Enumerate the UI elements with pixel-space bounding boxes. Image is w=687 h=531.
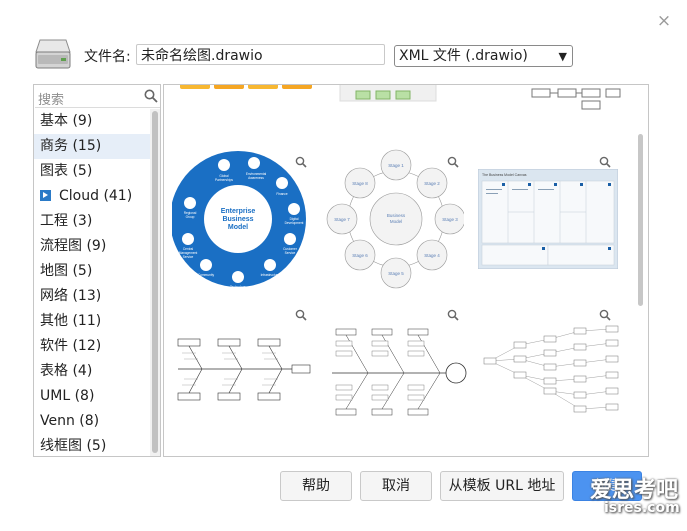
template-thumb-orange[interactable]	[174, 84, 314, 95]
svg-text:Stage 4: Stage 4	[424, 253, 440, 258]
help-button[interactable]: 帮助	[280, 471, 352, 501]
svg-text:Certificates: Certificates	[230, 289, 246, 293]
category-item-wireframes[interactable]: 线框图 (5)	[40, 438, 107, 454]
svg-text:Infrastructure: Infrastructure	[261, 273, 280, 277]
category-item-engineering[interactable]: 工程 (3)	[40, 213, 93, 229]
category-item-cloud[interactable]: Cloud (41)	[34, 184, 150, 209]
category-item-network[interactable]: 网络 (13)	[40, 288, 102, 304]
filetype-selected-label: XML 文件 (.drawio)	[399, 48, 528, 64]
category-scrollbar[interactable]	[150, 109, 160, 456]
template-cause-effect[interactable]	[328, 327, 468, 417]
svg-text:Development: Development	[285, 221, 304, 225]
svg-text:Stage 5: Stage 5	[388, 271, 404, 276]
chevron-down-icon: ▼	[558, 50, 567, 63]
svg-text:Central: Central	[183, 247, 194, 251]
template-thumb-flow[interactable]	[482, 84, 622, 111]
filename-label: 文件名:	[84, 49, 131, 65]
close-icon[interactable]: ×	[656, 11, 672, 31]
template-enterprise-business-model[interactable]: Enterprise Business Model GlobalPartners…	[172, 147, 312, 295]
svg-text:Stage 3: Stage 3	[442, 217, 458, 222]
category-item-business[interactable]: 商务 (15)	[34, 134, 150, 159]
svg-text:Community: Community	[198, 273, 215, 277]
svg-text:Group: Group	[186, 215, 195, 219]
svg-text:Stage 8: Stage 8	[352, 181, 368, 186]
svg-text:Enterprise: Enterprise	[221, 208, 256, 215]
category-scrollbar-thumb[interactable]	[152, 111, 158, 453]
svg-text:Partnerships: Partnerships	[215, 178, 233, 182]
watermark-text: 爱思考吧	[590, 478, 679, 503]
svg-text:Finance: Finance	[276, 192, 288, 196]
search-icon[interactable]	[144, 89, 158, 103]
template-network-tree[interactable]	[480, 325, 620, 417]
svg-text:Business: Business	[222, 216, 253, 223]
create-button[interactable]: 创建	[572, 471, 642, 501]
search-field[interactable]: 搜索	[35, 86, 160, 108]
filename-input[interactable]	[136, 44, 385, 65]
svg-text:Regional: Regional	[184, 211, 197, 215]
template-fishbone[interactable]	[174, 333, 314, 413]
template-url-button[interactable]: 从模板 URL 地址	[440, 471, 564, 501]
template-business-model-stages[interactable]: Business Model Stage 1 Stage 2 Stage 3 Stag…	[324, 147, 464, 295]
filetype-select[interactable]: XML 文件 (.drawio) ▼	[394, 45, 573, 67]
category-item-other[interactable]: 其他 (11)	[40, 313, 102, 329]
hard-drive-icon	[35, 39, 71, 69]
category-item-charts[interactable]: 图表 (5)	[40, 163, 93, 179]
svg-text:Management: Management	[179, 251, 198, 255]
category-item-basic[interactable]: 基本 (9)	[40, 113, 93, 129]
zoom-icon[interactable]	[447, 309, 459, 321]
zoom-icon[interactable]	[599, 156, 611, 168]
svg-text:Global: Global	[219, 174, 229, 178]
svg-text:Stage 1: Stage 1	[388, 163, 404, 168]
svg-text:Stage 7: Stage 7	[334, 217, 350, 222]
svg-text:Stage 2: Stage 2	[424, 181, 440, 186]
template-thumb-green[interactable]	[332, 84, 472, 107]
template-scrollbar[interactable]	[638, 134, 643, 306]
category-list: 基本 (9) 商务 (15) 图表 (5) Cloud (41) 工程 (3) …	[34, 109, 150, 456]
watermark-url: isres.com	[604, 500, 680, 516]
search-input[interactable]: 搜索	[38, 93, 65, 108]
zoom-icon[interactable]	[295, 309, 307, 321]
zoom-icon[interactable]	[599, 309, 611, 321]
category-item-software[interactable]: 软件 (12)	[40, 338, 102, 354]
expand-arrow-icon[interactable]	[40, 190, 51, 201]
zoom-icon[interactable]	[447, 156, 459, 168]
svg-text:Model: Model	[390, 219, 402, 224]
svg-text:The Business Model Canvas: The Business Model Canvas	[482, 173, 527, 177]
category-panel: 搜索 基本 (9) 商务 (15) 图表 (5) Cloud (41) 工程 (…	[33, 84, 161, 457]
svg-text:Model: Model	[228, 224, 248, 231]
category-item-cloud-label: Cloud (41)	[59, 188, 133, 204]
category-item-flowchart[interactable]: 流程图 (9)	[40, 238, 107, 254]
category-item-uml[interactable]: UML (8)	[40, 388, 95, 404]
category-item-venn[interactable]: Venn (8)	[40, 413, 100, 429]
svg-text:Service: Service	[183, 255, 194, 259]
template-business-model-canvas[interactable]: The Business Model Canvas	[478, 169, 618, 269]
svg-text:Customer: Customer	[283, 247, 298, 251]
zoom-icon[interactable]	[295, 156, 307, 168]
svg-text:Awareness: Awareness	[248, 176, 264, 180]
category-item-maps[interactable]: 地图 (5)	[40, 263, 93, 279]
svg-text:Environmental: Environmental	[246, 172, 267, 176]
cancel-button[interactable]: 取消	[360, 471, 432, 501]
svg-text:Stage 6: Stage 6	[352, 253, 368, 258]
svg-text:Business: Business	[387, 213, 406, 218]
svg-text:Digital: Digital	[290, 217, 299, 221]
svg-text:Service: Service	[285, 251, 296, 255]
svg-text:Technology: Technology	[230, 285, 247, 289]
category-item-tables[interactable]: 表格 (4)	[40, 363, 93, 379]
